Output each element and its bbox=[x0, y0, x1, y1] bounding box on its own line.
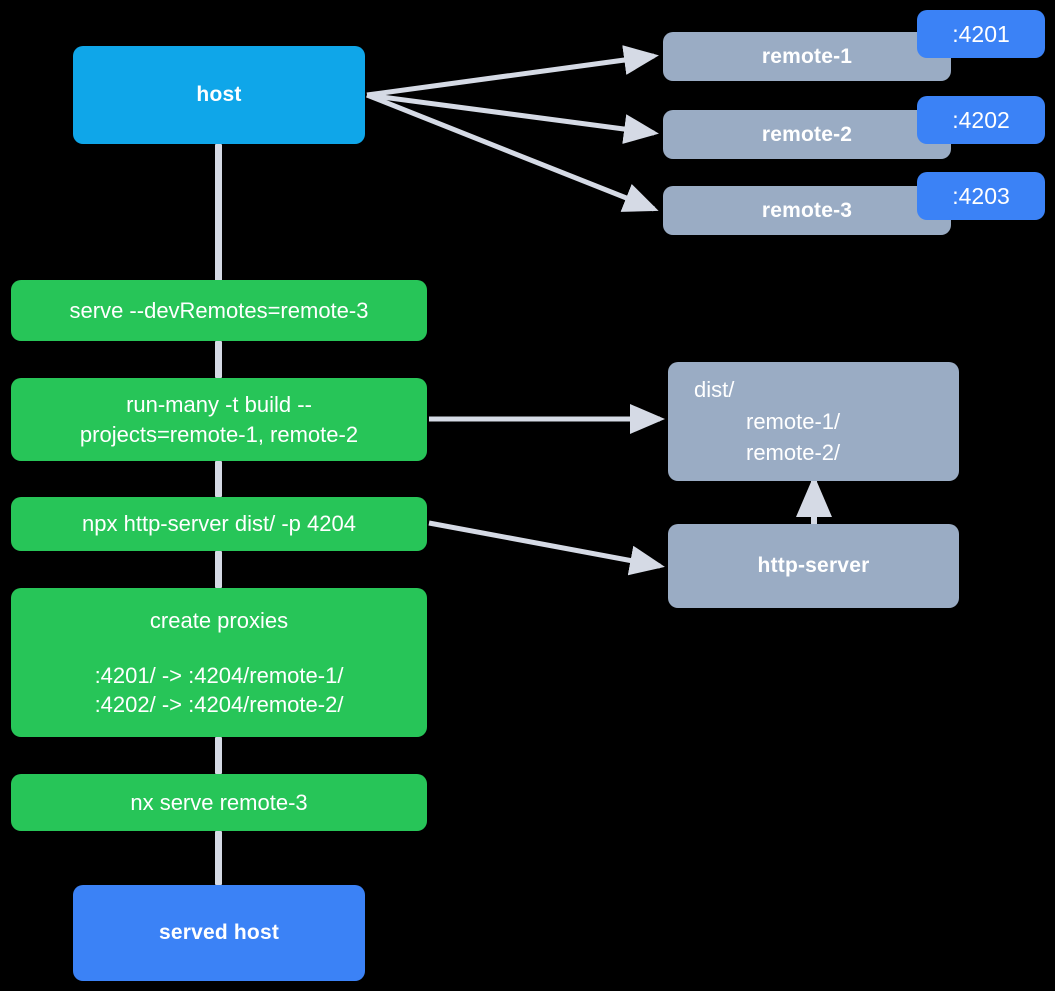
node-http-server-label: http-server bbox=[757, 554, 870, 578]
node-host-label: host bbox=[196, 83, 242, 107]
edge-host-remote-1 bbox=[366, 45, 659, 98]
command-run-many-build[interactable]: run-many -t build -- projects=remote-1, … bbox=[11, 378, 427, 461]
node-dist-folder[interactable]: dist/ remote-1/ remote-2/ bbox=[668, 362, 959, 481]
command-nx-serve-remote-3[interactable]: nx serve remote-3 bbox=[11, 774, 427, 831]
spine-npx-to-proxies bbox=[215, 551, 222, 588]
spine-nxserve-to-servedhost bbox=[215, 831, 222, 885]
edge-host-remote-2 bbox=[366, 92, 659, 144]
node-dist-line-2: remote-1/ bbox=[746, 408, 841, 434]
command-nx-serve-remote-3-label: nx serve remote-3 bbox=[130, 789, 308, 815]
node-dist-line-3: remote-2/ bbox=[746, 440, 841, 466]
command-create-proxies[interactable]: create proxies :4201/ -> :4204/remote-1/… bbox=[11, 588, 427, 737]
node-dist-line-1: dist/ bbox=[694, 376, 735, 402]
spine-host-to-serve bbox=[215, 144, 222, 282]
node-host[interactable]: host bbox=[73, 46, 365, 144]
command-run-many-build-label: run-many -t build -- projects=remote-1, … bbox=[79, 392, 359, 447]
port-badge-remote-3: :4203 bbox=[917, 172, 1045, 220]
port-badge-remote-2-label: :4202 bbox=[952, 106, 1010, 133]
node-remote-3[interactable]: remote-3 bbox=[663, 186, 951, 235]
node-served-host[interactable]: served host bbox=[73, 885, 365, 981]
node-remote-3-label: remote-3 bbox=[761, 198, 853, 222]
node-remote-1[interactable]: remote-1 bbox=[663, 32, 951, 81]
command-create-proxies-title: create proxies bbox=[149, 607, 289, 633]
command-create-proxies-line-1: :4201/ -> :4204/remote-1/ bbox=[94, 662, 344, 688]
port-badge-remote-1-label: :4201 bbox=[952, 20, 1010, 47]
spine-proxies-to-nxserve bbox=[215, 737, 222, 774]
port-badge-remote-3-label: :4203 bbox=[952, 182, 1010, 209]
node-served-host-label: served host bbox=[158, 921, 280, 945]
spine-runmany-to-npx bbox=[215, 461, 222, 497]
node-remote-1-label: remote-1 bbox=[761, 44, 853, 68]
command-serve-dev-remotes-label: serve --devRemotes=remote-3 bbox=[69, 297, 369, 323]
port-badge-remote-1: :4201 bbox=[917, 10, 1045, 58]
edge-host-remote-3 bbox=[366, 92, 659, 212]
port-badge-remote-2: :4202 bbox=[917, 96, 1045, 144]
spine-serve-to-runmany bbox=[215, 341, 222, 378]
command-npx-http-server-label: npx http-server dist/ -p 4204 bbox=[82, 511, 356, 537]
command-npx-http-server[interactable]: npx http-server dist/ -p 4204 bbox=[11, 497, 427, 551]
node-remote-2-label: remote-2 bbox=[761, 122, 853, 146]
node-remote-2[interactable]: remote-2 bbox=[663, 110, 951, 159]
command-create-proxies-line-2: :4202/ -> :4204/remote-2/ bbox=[94, 692, 344, 718]
command-serve-dev-remotes[interactable]: serve --devRemotes=remote-3 bbox=[11, 280, 427, 341]
edge-npx-httpserver bbox=[428, 520, 665, 576]
node-http-server[interactable]: http-server bbox=[668, 524, 959, 608]
